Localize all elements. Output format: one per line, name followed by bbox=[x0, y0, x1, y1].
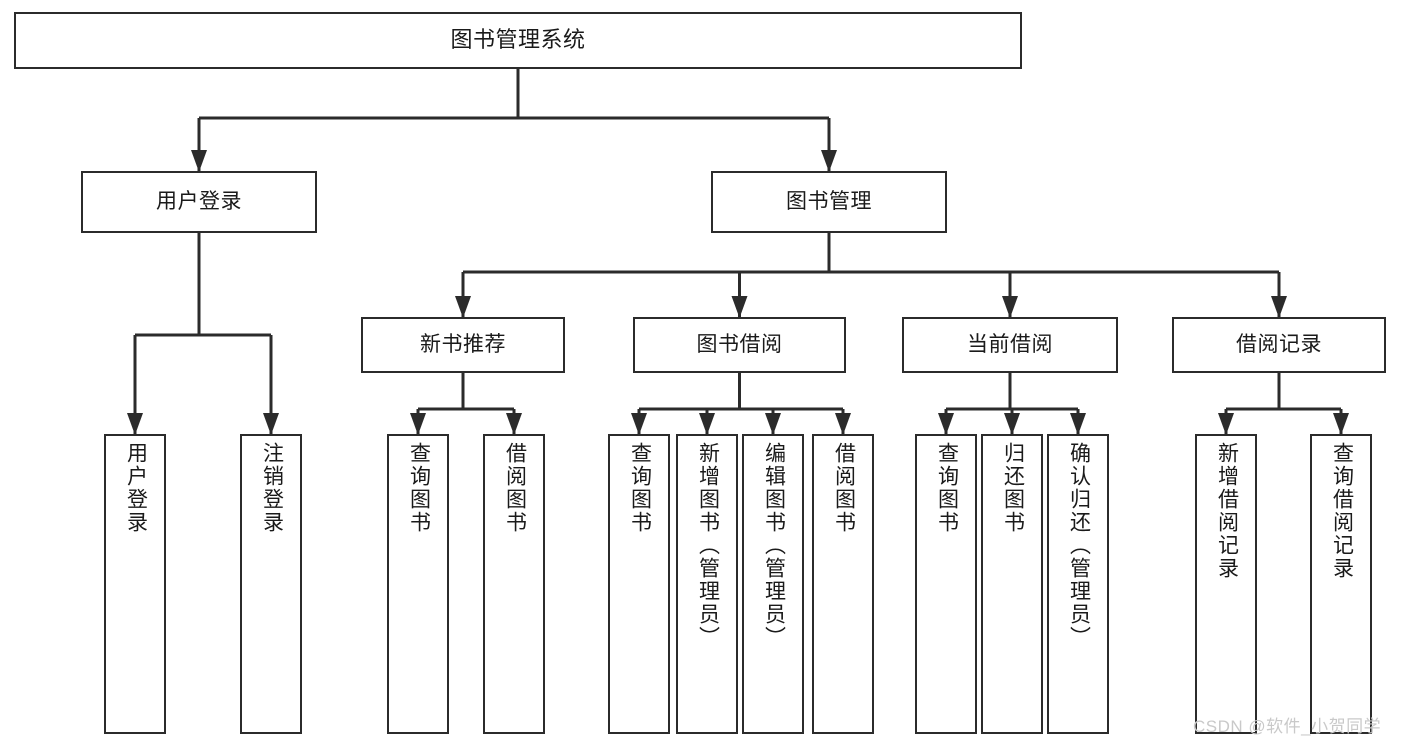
node-label: 用户登录 bbox=[156, 190, 242, 214]
node-borrow-record[interactable]: 借阅记录 bbox=[1172, 317, 1386, 373]
node-label: 新书推荐 bbox=[420, 333, 506, 357]
node-user-login-module[interactable]: 用户登录 bbox=[81, 171, 317, 233]
node-label: 图书管理系统 bbox=[450, 27, 586, 53]
node-label: 归还图书 bbox=[1001, 442, 1025, 534]
node-label: 查询图书 bbox=[407, 442, 431, 534]
leaf-new-query-book[interactable]: 查询图书 bbox=[387, 434, 449, 734]
node-label: 图书借阅 bbox=[696, 333, 783, 357]
leaf-borrow-lend-book[interactable]: 借阅图书 bbox=[812, 434, 874, 734]
leaf-user-logout[interactable]: 注销登录 bbox=[240, 434, 302, 734]
node-label: 图书管理 bbox=[786, 190, 872, 214]
node-book-management-module[interactable]: 图书管理 bbox=[711, 171, 947, 233]
node-label: 借阅图书 bbox=[832, 442, 856, 534]
node-label: 借阅图书 bbox=[503, 442, 527, 534]
node-label: 借阅记录 bbox=[1236, 333, 1322, 357]
leaf-new-borrow-book[interactable]: 借阅图书 bbox=[483, 434, 545, 734]
leaf-record-add[interactable]: 新增借阅记录 bbox=[1195, 434, 1257, 734]
node-new-book-recommend[interactable]: 新书推荐 bbox=[361, 317, 565, 373]
node-label: 查询借阅记录 bbox=[1330, 442, 1354, 580]
node-root-system[interactable]: 图书管理系统 bbox=[14, 12, 1022, 69]
node-label: 当前借阅 bbox=[967, 333, 1053, 357]
node-book-borrow[interactable]: 图书借阅 bbox=[633, 317, 846, 373]
leaf-borrow-add-book-admin[interactable]: 新增图书（管理员） bbox=[676, 434, 738, 734]
leaf-borrow-query-book[interactable]: 查询图书 bbox=[608, 434, 670, 734]
leaf-current-return-book[interactable]: 归还图书 bbox=[981, 434, 1043, 734]
node-label: 注销登录 bbox=[260, 442, 284, 534]
leaf-current-confirm-return-admin[interactable]: 确认归还（管理员） bbox=[1047, 434, 1109, 734]
leaf-user-login[interactable]: 用户登录 bbox=[104, 434, 166, 734]
node-label: 新增图书（管理员） bbox=[696, 442, 720, 649]
node-label: 编辑图书（管理员） bbox=[762, 442, 786, 649]
leaf-current-query-book[interactable]: 查询图书 bbox=[915, 434, 977, 734]
watermark-text: CSDN @软件_小贺同学 bbox=[1193, 717, 1382, 736]
node-label: 新增借阅记录 bbox=[1215, 442, 1239, 580]
leaf-record-query[interactable]: 查询借阅记录 bbox=[1310, 434, 1372, 734]
node-label: 确认归还（管理员） bbox=[1067, 442, 1091, 649]
node-current-borrow[interactable]: 当前借阅 bbox=[902, 317, 1118, 373]
node-label: 查询图书 bbox=[935, 442, 959, 534]
node-label: 查询图书 bbox=[628, 442, 652, 534]
node-label: 用户登录 bbox=[124, 442, 148, 534]
leaf-borrow-edit-book-admin[interactable]: 编辑图书（管理员） bbox=[742, 434, 804, 734]
